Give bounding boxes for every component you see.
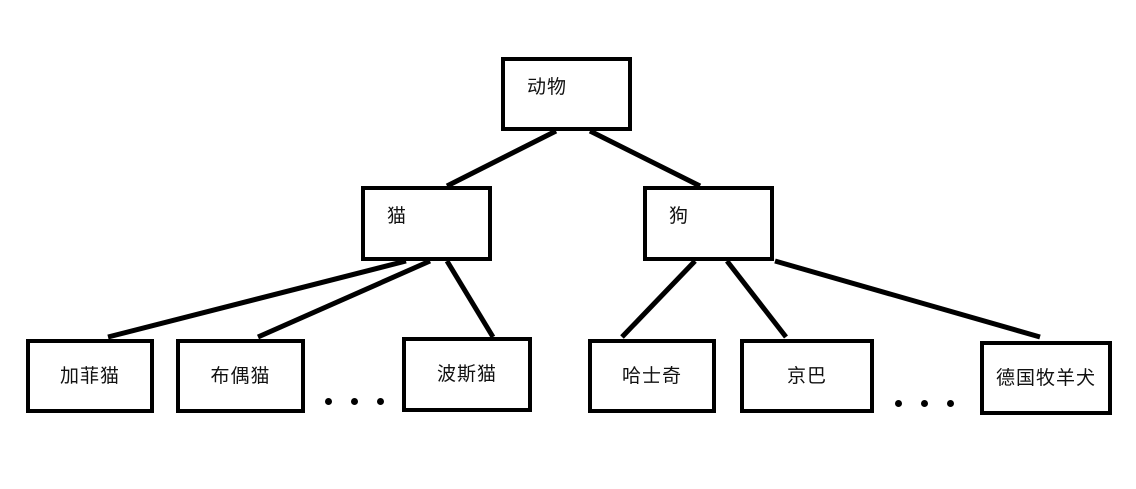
node-persian-cat-label: 波斯猫 <box>436 363 497 385</box>
node-animal-label: 动物 <box>527 76 568 98</box>
node-german-shepherd[interactable]: 德国牧羊犬 <box>980 341 1112 415</box>
node-cat-label: 猫 <box>387 205 408 227</box>
node-husky-label: 哈士奇 <box>621 364 682 387</box>
edge-dog-to-pekingese <box>725 259 788 339</box>
node-ragdoll-cat[interactable]: 布偶猫 <box>176 339 305 413</box>
node-german-shepherd-label: 德国牧羊犬 <box>995 366 1096 389</box>
edge-cat-to-persian <box>444 259 496 339</box>
node-husky[interactable]: 哈士奇 <box>588 339 716 413</box>
ellipsis-dot <box>947 400 954 407</box>
node-persian-cat[interactable]: 波斯猫 <box>402 337 532 412</box>
edge-cat-to-garfield <box>107 258 407 340</box>
node-dog[interactable]: 狗 <box>643 186 774 261</box>
edge-root-to-dog <box>588 128 702 189</box>
node-cat[interactable]: 猫 <box>361 186 492 261</box>
edge-dog-to-shepherd <box>774 258 1041 340</box>
node-garfield-cat-label: 加菲猫 <box>59 364 120 387</box>
ellipsis-dot <box>351 398 358 405</box>
node-ragdoll-cat-label: 布偶猫 <box>210 364 271 387</box>
node-pekingese[interactable]: 京巴 <box>740 339 874 413</box>
ellipsis-dot <box>325 398 332 405</box>
ellipsis-dog-breeds <box>895 400 954 407</box>
ellipsis-dot <box>895 400 902 407</box>
edge-cat-to-ragdoll <box>256 258 432 340</box>
ellipsis-dot <box>377 398 384 405</box>
ellipsis-cat-breeds <box>325 398 384 405</box>
ellipsis-dot <box>921 400 928 407</box>
node-dog-label: 狗 <box>669 205 690 227</box>
node-garfield-cat[interactable]: 加菲猫 <box>26 339 154 413</box>
node-pekingese-label: 京巴 <box>786 364 827 387</box>
node-animal[interactable]: 动物 <box>501 57 632 131</box>
edge-dog-to-husky <box>620 259 697 339</box>
edge-root-to-cat <box>445 128 558 189</box>
